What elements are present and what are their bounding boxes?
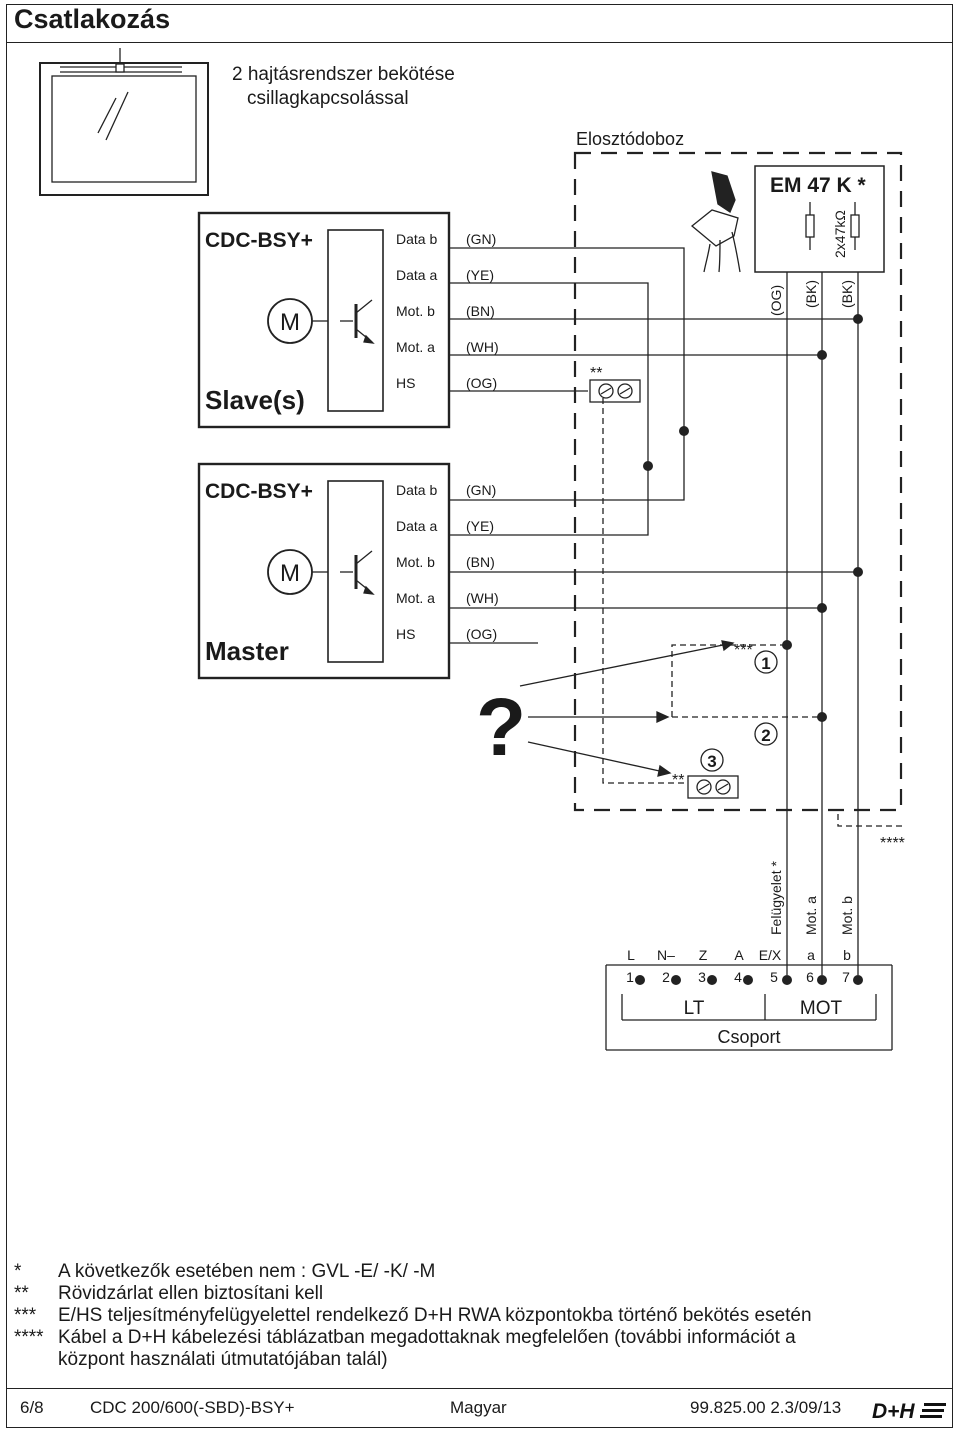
master-terminal-name: Data a [396, 518, 437, 534]
footnote-text: Rövidzárlat ellen biztosítani kell [58, 1283, 324, 1304]
terminal-letter: Z [699, 947, 708, 963]
terminal-letter: A [734, 947, 744, 963]
resistor-label: 2x47kΩ [832, 210, 848, 258]
module-label: EM 47 K * [770, 174, 867, 197]
marker-short-circuit-bottom: ** [672, 772, 684, 789]
footer-page: 6/8 [20, 1398, 44, 1417]
master-box [197, 462, 451, 680]
slave-terminal-name: HS [396, 375, 415, 391]
terminal-number: 5 [770, 969, 778, 985]
footer-doc-number: 99.825.00 2.3/09/13 [690, 1398, 842, 1417]
em47k-module [754, 165, 885, 273]
footnote-text: A következők esetében nem : GVL -E/ -K/ … [58, 1261, 436, 1282]
slave-model: CDC-BSY+ [205, 229, 313, 252]
slave-wire-color: (OG) [466, 375, 497, 391]
marker-short-circuit-top: ** [590, 365, 602, 382]
slave-terminal-name: Mot. a [396, 339, 435, 355]
terminal-number: 1 [626, 969, 634, 985]
master-terminal-name: Mot. b [396, 554, 435, 570]
page-frame [6, 4, 953, 1428]
master-wire-color: (WH) [466, 590, 499, 606]
cable-label-mot-b: Mot. b [839, 896, 855, 935]
terminal-letter: a [807, 947, 815, 963]
slave-wire-color: (YE) [466, 267, 494, 283]
master-terminal-name: HS [396, 626, 415, 642]
logo-text: D+H [872, 1400, 915, 1422]
distribution-box-label: Elosztódoboz [576, 129, 684, 149]
footer-language: Magyar [450, 1398, 507, 1417]
footnote-mark: **** [14, 1327, 44, 1348]
terminal-block [605, 964, 893, 1051]
master-role: Master [205, 636, 289, 666]
terminal-letter: N– [657, 947, 675, 963]
terminal-number: 3 [698, 969, 706, 985]
slave-wire-color: (WH) [466, 339, 499, 355]
master-terminal-name: Mot. a [396, 590, 435, 606]
number-1: 1 [761, 654, 770, 673]
marker-triple: *** [734, 642, 753, 659]
cable-label-felugyelet: Felügyelet * [768, 861, 784, 935]
terminal-number: 4 [734, 969, 742, 985]
terminal-letter: b [843, 947, 851, 963]
marker-quad: **** [880, 835, 905, 852]
window-icon [39, 48, 209, 196]
relay-component [690, 171, 741, 273]
terminal-block-label: Csoport [717, 1027, 780, 1047]
number-3: 3 [707, 752, 716, 771]
module-wire-bk-2: (BK) [839, 280, 855, 308]
master-wire-color: (YE) [466, 518, 494, 534]
terminal-letter: L [627, 947, 635, 963]
distribution-box-outline [573, 151, 903, 812]
module-wire-og: (OG) [768, 285, 784, 316]
terminal-letter: E/X [759, 947, 782, 963]
slave-terminal-name: Data b [396, 231, 437, 247]
footnote-text: Kábel a D+H kábelezési táblázatban megad… [58, 1327, 796, 1348]
footnote-mark: *** [14, 1305, 37, 1326]
footnote-text: E/HS teljesítményfelügyelettel rendelkez… [58, 1305, 812, 1326]
page-title: Csatlakozás [14, 4, 171, 34]
slave-terminal-name: Mot. b [396, 303, 435, 319]
module-wire-bk-1: (BK) [803, 280, 819, 308]
footnote-mark: ** [14, 1283, 29, 1304]
slave-motor-symbol: M [280, 309, 300, 336]
terminal-number: 2 [662, 969, 670, 985]
master-wire-color: (GN) [466, 482, 496, 498]
terminal-group-mot: MOT [800, 998, 843, 1019]
footer-product: CDC 200/600(-SBD)-BSY+ [90, 1398, 295, 1417]
terminal-number: 6 [806, 969, 814, 985]
footnote-mark: * [14, 1261, 22, 1282]
master-model: CDC-BSY+ [205, 480, 313, 503]
clamp-bottom [687, 775, 739, 799]
header-line-2: csillagkapcsolással [247, 88, 409, 109]
dh-logo-icon: D+H [872, 1400, 946, 1422]
header-line-1: 2 hajtásrendszer bekötése [232, 64, 455, 85]
slave-box [197, 211, 451, 429]
cable-label-mot-a: Mot. a [803, 896, 819, 935]
clamp-top [589, 379, 641, 403]
number-2: 2 [761, 726, 770, 745]
master-motor-symbol: M [280, 560, 300, 587]
footer-divider [6, 1388, 953, 1389]
slave-terminal-name: Data a [396, 267, 437, 283]
terminal-group-lt: LT [684, 998, 705, 1019]
master-terminal-name: Data b [396, 482, 437, 498]
footnote-text: központ használati útmutatójában talál) [58, 1349, 388, 1370]
slave-wire-color: (GN) [466, 231, 496, 247]
master-wire-color: (BN) [466, 554, 495, 570]
title-divider [6, 42, 953, 43]
terminal-number: 7 [842, 969, 850, 985]
slave-wire-color: (BN) [466, 303, 495, 319]
master-wire-color: (OG) [466, 626, 497, 642]
slave-role: Slave(s) [205, 385, 305, 415]
question-mark: ? [476, 682, 526, 773]
